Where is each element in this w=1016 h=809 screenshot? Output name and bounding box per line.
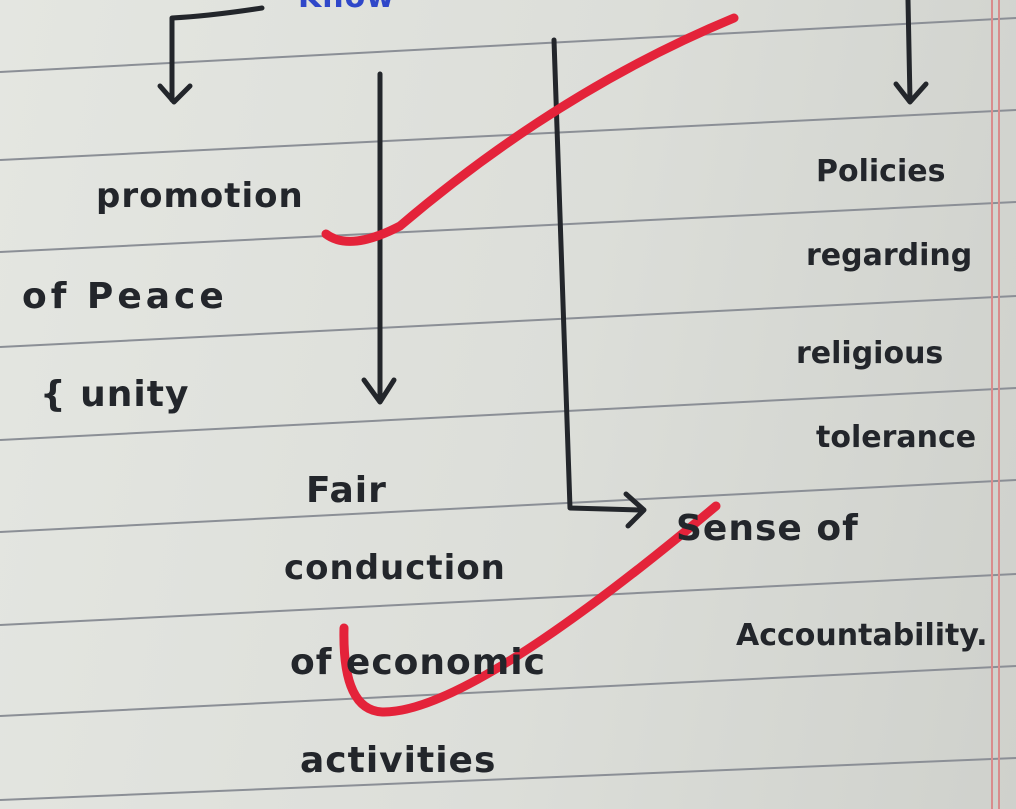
right-branch-arrow bbox=[905, 0, 913, 103]
ruled-lines bbox=[0, 17, 1016, 801]
margin-line bbox=[991, 0, 1000, 809]
rule-line bbox=[0, 201, 1016, 253]
middle-branch-line-2: conduction bbox=[284, 548, 506, 588]
rule-line bbox=[0, 17, 1016, 73]
rule-line bbox=[0, 387, 1016, 441]
left-branch-line-2: of Peace bbox=[22, 276, 228, 317]
right-branch-line-1: Policies bbox=[816, 154, 946, 189]
middle-arrowhead bbox=[361, 377, 397, 405]
left-branch-line-3: { unity bbox=[40, 374, 190, 415]
tick-mark bbox=[321, 13, 739, 246]
right-branch-line-3: religious bbox=[796, 336, 944, 371]
right-branch-line-4: tolerance bbox=[816, 420, 977, 455]
rule-line bbox=[0, 479, 1016, 533]
left-branch-arrow bbox=[169, 5, 265, 103]
bottom-arrowhead bbox=[623, 491, 647, 529]
bottom-branch-line-2: Accountability. bbox=[736, 618, 988, 653]
bottom-branch-line-1: Sense of bbox=[676, 508, 859, 549]
tick-mark bbox=[339, 501, 721, 717]
rule-line bbox=[0, 295, 1016, 348]
left-branch-line-1: promotion bbox=[96, 176, 304, 216]
rule-line bbox=[0, 109, 1016, 161]
bottom-branch-arrow bbox=[551, 37, 643, 513]
middle-branch-line-4: activities bbox=[300, 740, 497, 781]
right-branch-line-2: regarding bbox=[806, 238, 973, 273]
top-fragment-text: Know bbox=[298, 0, 395, 15]
rule-line bbox=[0, 757, 1016, 801]
right-arrowhead bbox=[893, 81, 929, 105]
rule-line bbox=[0, 573, 1016, 626]
middle-branch-line-3: of economic bbox=[290, 642, 546, 683]
correction-ticks bbox=[321, 13, 739, 717]
rule-line bbox=[0, 665, 1016, 717]
middle-branch-line-1: Fair bbox=[306, 470, 387, 511]
left-arrowhead bbox=[157, 83, 193, 105]
